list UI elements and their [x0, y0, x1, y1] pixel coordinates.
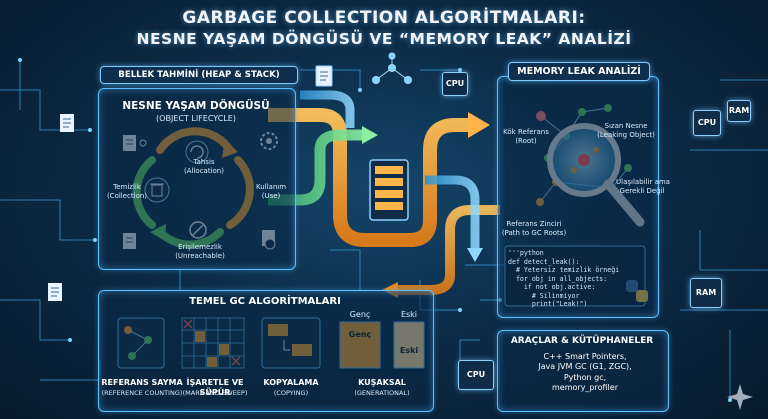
orange-return-arrow: [395, 205, 500, 295]
memory-estimate-label: BELLEK TAHMİNİ (HEAP & STACK): [100, 66, 298, 84]
algo-en-generational: (GENERATIONAL): [354, 389, 410, 397]
tools-panel: [497, 330, 669, 412]
leak-path-label: Referans Zinciri (Path to GC Roots): [501, 220, 567, 237]
blue-flow-arrow: [300, 90, 355, 128]
gc-algorithms-panel: [98, 290, 434, 412]
algo-en-copying: (COPYING): [273, 389, 309, 397]
gen-young-label: Genç: [349, 310, 371, 319]
leak-reachable-label: Ulaşılabilir ama Gerekli Değil: [616, 178, 670, 195]
lifecycle-panel: [98, 88, 296, 270]
algo-en-mark-sweep: (MARK-AND-SWEEP): [182, 389, 248, 397]
algo-name-copying: KOPYALAMA: [263, 378, 319, 387]
gen-young-box-label: Genç: [348, 330, 372, 339]
gen-old-label: Eski: [400, 310, 418, 319]
leak-root-label: Kök Referans (Root): [503, 128, 549, 145]
leak-code-snippet: '''python def detect_leak(): # Yetersiz …: [508, 249, 620, 309]
stage-collection: Temizlik (Collection): [106, 183, 148, 200]
memory-leak-panel: [497, 76, 659, 318]
page-title-line2: NESNE YAŞAM DÖNGÜSÜ VE “MEMORY LEAK” ANA…: [136, 30, 632, 48]
ram-chip-right: RAM: [690, 278, 722, 308]
stage-use: Kullanım (Use): [255, 183, 287, 200]
gc-algorithms-title: TEMEL GC ALGORİTMALARI: [189, 296, 341, 307]
orange-flow-arrow: [268, 108, 470, 247]
green-flow-arrow: [268, 129, 365, 206]
page-title-line1: GARBAGE COLLECTION ALGORİTMALARI:: [182, 8, 586, 28]
tools-list: C++ Smart Pointers, Java JVM GC (G1, ZGC…: [538, 352, 632, 393]
tools-title: ARAÇLAR & KÜTÜPHANELER: [510, 336, 654, 346]
gen-old-box-label: Eski: [399, 346, 419, 355]
cpu-chip-right: CPU: [693, 110, 721, 136]
network-graph-icon: [372, 52, 412, 84]
memory-leak-title: MEMORY LEAK ANALİZİ: [508, 62, 650, 81]
algo-name-reference-counting: REFERANS SAYMA: [101, 378, 183, 387]
algo-name-mark-sweep: İŞARETLE VE SÜPÜR: [186, 378, 244, 397]
blue-flow-arrow-2: [425, 175, 480, 250]
algo-en-reference-counting: (REFERENCE COUNTING): [101, 389, 183, 397]
leak-object-label: Sızan Nesne (Leaking Object): [597, 122, 655, 139]
sparkle-icon: [727, 384, 753, 410]
ram-chip-top: RAM: [727, 100, 751, 122]
file-icon-left-2: [48, 283, 62, 301]
stage-unreachable: Erişilemezlik (Unreachable): [175, 243, 225, 260]
memory-stack-icon: [369, 159, 409, 221]
algo-name-generational: KUŞAKSAL: [358, 378, 406, 387]
stage-allocation: Tahsis (Allocation): [184, 158, 224, 175]
document-icon: [315, 65, 333, 87]
file-icon-left: [60, 114, 74, 132]
lifecycle-title: NESNE YAŞAM DÖNGÜSÜ: [122, 100, 270, 112]
cpu-chip-top: CPU: [442, 72, 468, 96]
lifecycle-subtitle: (OBJECT LIFECYCLE): [156, 114, 236, 123]
cpu-chip-bottom: CPU: [458, 360, 494, 390]
